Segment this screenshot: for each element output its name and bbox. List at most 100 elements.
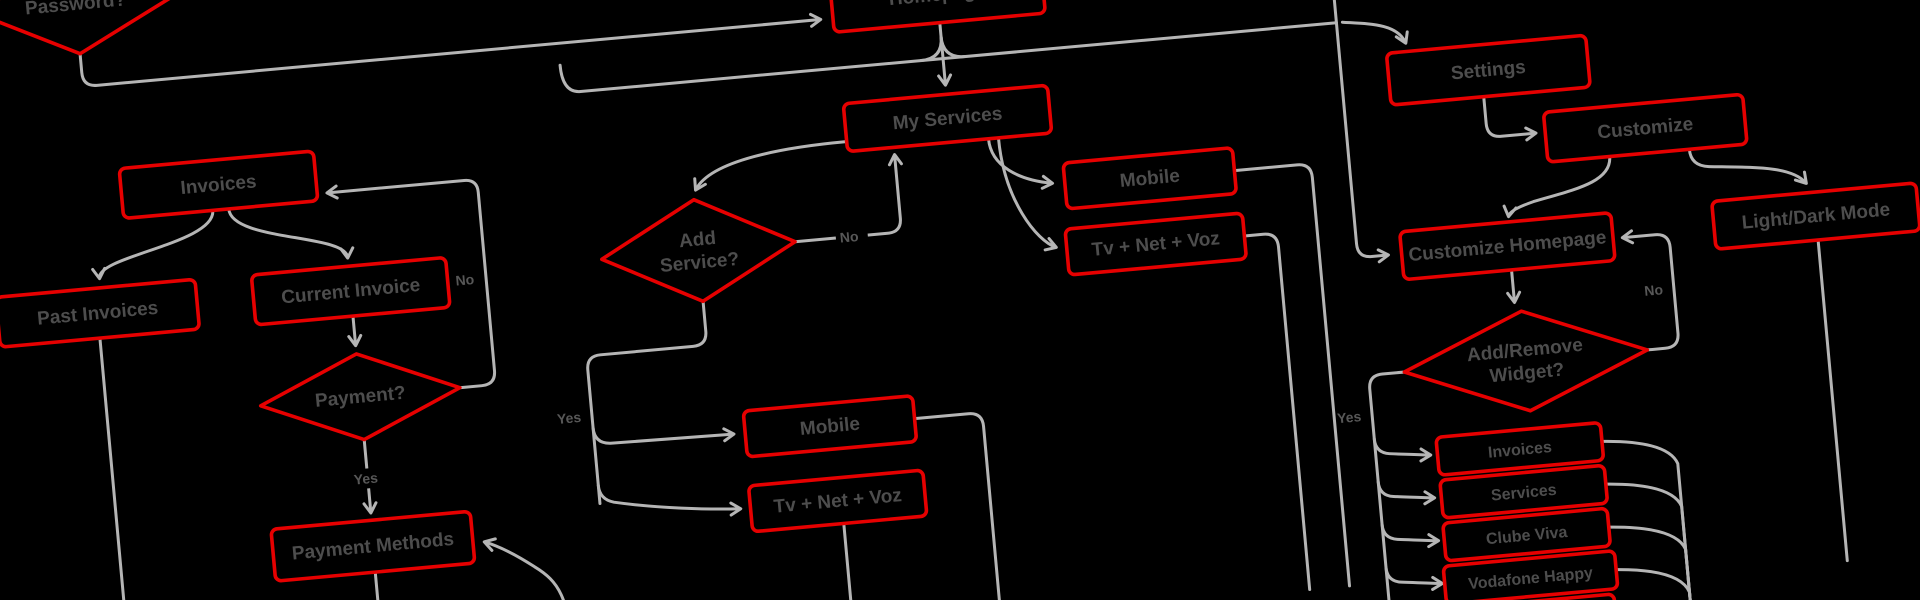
edge-current-payment [347,314,363,348]
edge-mobile-down [1232,163,1352,588]
mobile-services-box [1061,146,1238,211]
light-dark-mode-box [1710,181,1920,251]
node-add-service[interactable]: Add Service? [597,191,799,310]
edge-wloop-1 [1600,439,1695,600]
node-my-services[interactable]: My Services [841,83,1054,153]
edge-mobilebottom-down [913,412,1003,600]
payment-methods-box [269,509,477,583]
edge-merge-left [919,35,943,63]
node-widget-clube-viva[interactable]: Clube Viva [1441,506,1612,563]
edge-password-homepage [78,12,823,87]
edge-lightdark-down [1816,238,1849,563]
edge-addservice-yes-trunk [586,300,708,505]
connectors [78,0,1849,600]
node-payment-methods[interactable]: Payment Methods [269,509,477,583]
svg-text:Yes: Yes [353,470,379,488]
password-diamond-shape [0,0,177,56]
edge-invoices-past [91,208,215,281]
customize-box [1542,92,1749,164]
node-current-invoice[interactable]: Current Invoice [250,256,452,327]
edge-tvbottom-down [842,521,856,600]
edge-invoices-current [227,207,355,260]
edge-ch-widget [1506,268,1522,305]
mobile-add-box [741,394,918,459]
edge-down-customize-homepage [1324,0,1390,264]
node-tv-net-voz-add[interactable]: Tv + Net + Voz [747,468,929,534]
node-light-dark-mode[interactable]: Light/Dark Mode [1710,181,1920,251]
invoices-box [117,149,320,220]
edge-paymentmethods-down [373,570,387,600]
svg-text:Yes: Yes [1336,408,1362,426]
node-invoices[interactable]: Invoices [117,149,320,220]
label-payment-no: No [455,271,475,289]
edge-pastinvoices-down [98,336,135,600]
edge-wloop-4 [1614,568,1695,600]
edge-myservices-mobile [987,137,1055,190]
edge-to-settings [1340,20,1409,45]
node-mobile-services[interactable]: Mobile [1061,146,1238,211]
node-widget-vodafone-happy[interactable]: Vodafone Happy [1441,549,1620,600]
edge-merge-right [939,35,967,59]
node-homepage[interactable]: Homepage [827,0,1047,34]
widget-invoices-label: Invoices [1487,439,1552,462]
edge-widget-yes-trunk [1368,370,1408,600]
homepage-label: Homepage [888,0,987,10]
homepage-box [827,0,1047,34]
widget-services-label: Services [1490,482,1557,505]
edge-settings-customize [1482,95,1538,142]
label-widget-no: No [1644,281,1664,299]
label-addservice-yes: Yes [556,409,582,427]
node-payment[interactable]: Payment? [257,345,464,449]
widget-services-box [1438,464,1609,520]
node-settings[interactable]: Settings [1385,33,1592,107]
node-past-invoices[interactable]: Past Invoices [0,277,201,349]
svg-text:Yes: Yes [556,409,582,427]
add-service-diamond-shape [600,197,797,304]
node-customize[interactable]: Customize [1542,92,1749,164]
node-widget-invoices[interactable]: Invoices [1434,421,1605,477]
edge-widget-no [1620,229,1680,352]
edge-labels: Yes No No Yes Yes No Yes [348,224,1664,491]
edge-myservices-tv [996,136,1058,252]
label-payment-yes: Yes [348,466,388,491]
edge-yes-mobile [591,426,736,445]
label-widget-yes: Yes [1336,408,1362,426]
node-customize-homepage[interactable]: Customize Homepage [1398,211,1617,281]
edge-widget-b1 [1372,437,1433,463]
widget-vodafone-happy-box [1441,549,1620,600]
edge-yes-tv [596,484,743,517]
edge-widget-b4 [1384,565,1444,591]
widget-invoices-box [1434,421,1605,477]
widget-clube-viva-box [1441,506,1612,563]
my-services-box [841,83,1054,153]
node-mobile-add[interactable]: Mobile [741,394,918,459]
edge-addservice-no [793,153,903,244]
customize-homepage-box [1398,211,1617,281]
edge-widget-b2 [1376,480,1437,506]
edge-loop-paymentmethods [482,537,576,600]
edge-wloop-2 [1604,482,1695,600]
edge-customize-ch [1502,155,1612,219]
tv-net-voz-services-box [1063,211,1248,277]
current-invoice-box [250,256,452,327]
past-invoices-box [0,277,201,349]
edge-payment-no [325,178,497,390]
label-addservice-no: No [834,224,869,247]
add-remove-widget-diamond-shape [1402,309,1650,413]
node-add-remove-widget[interactable]: Add/Remove Widget? [1400,300,1652,422]
edge-widget-b3 [1380,523,1441,549]
edge-long-line [558,21,1338,94]
edge-wloop-3 [1607,525,1695,600]
svg-text:No: No [1644,281,1664,299]
node-tv-net-voz-services[interactable]: Tv + Net + Voz [1063,211,1248,277]
edge-tv-down [1242,232,1312,591]
svg-text:No: No [455,271,475,289]
node-widget-services[interactable]: Services [1438,464,1609,520]
edge-homepage-myservices [937,23,953,87]
svg-text:No: No [839,228,859,246]
payment-diamond-shape [258,352,462,442]
tv-net-voz-add-box [747,468,929,534]
node-password[interactable]: Password? [0,0,180,63]
settings-box [1385,33,1592,107]
